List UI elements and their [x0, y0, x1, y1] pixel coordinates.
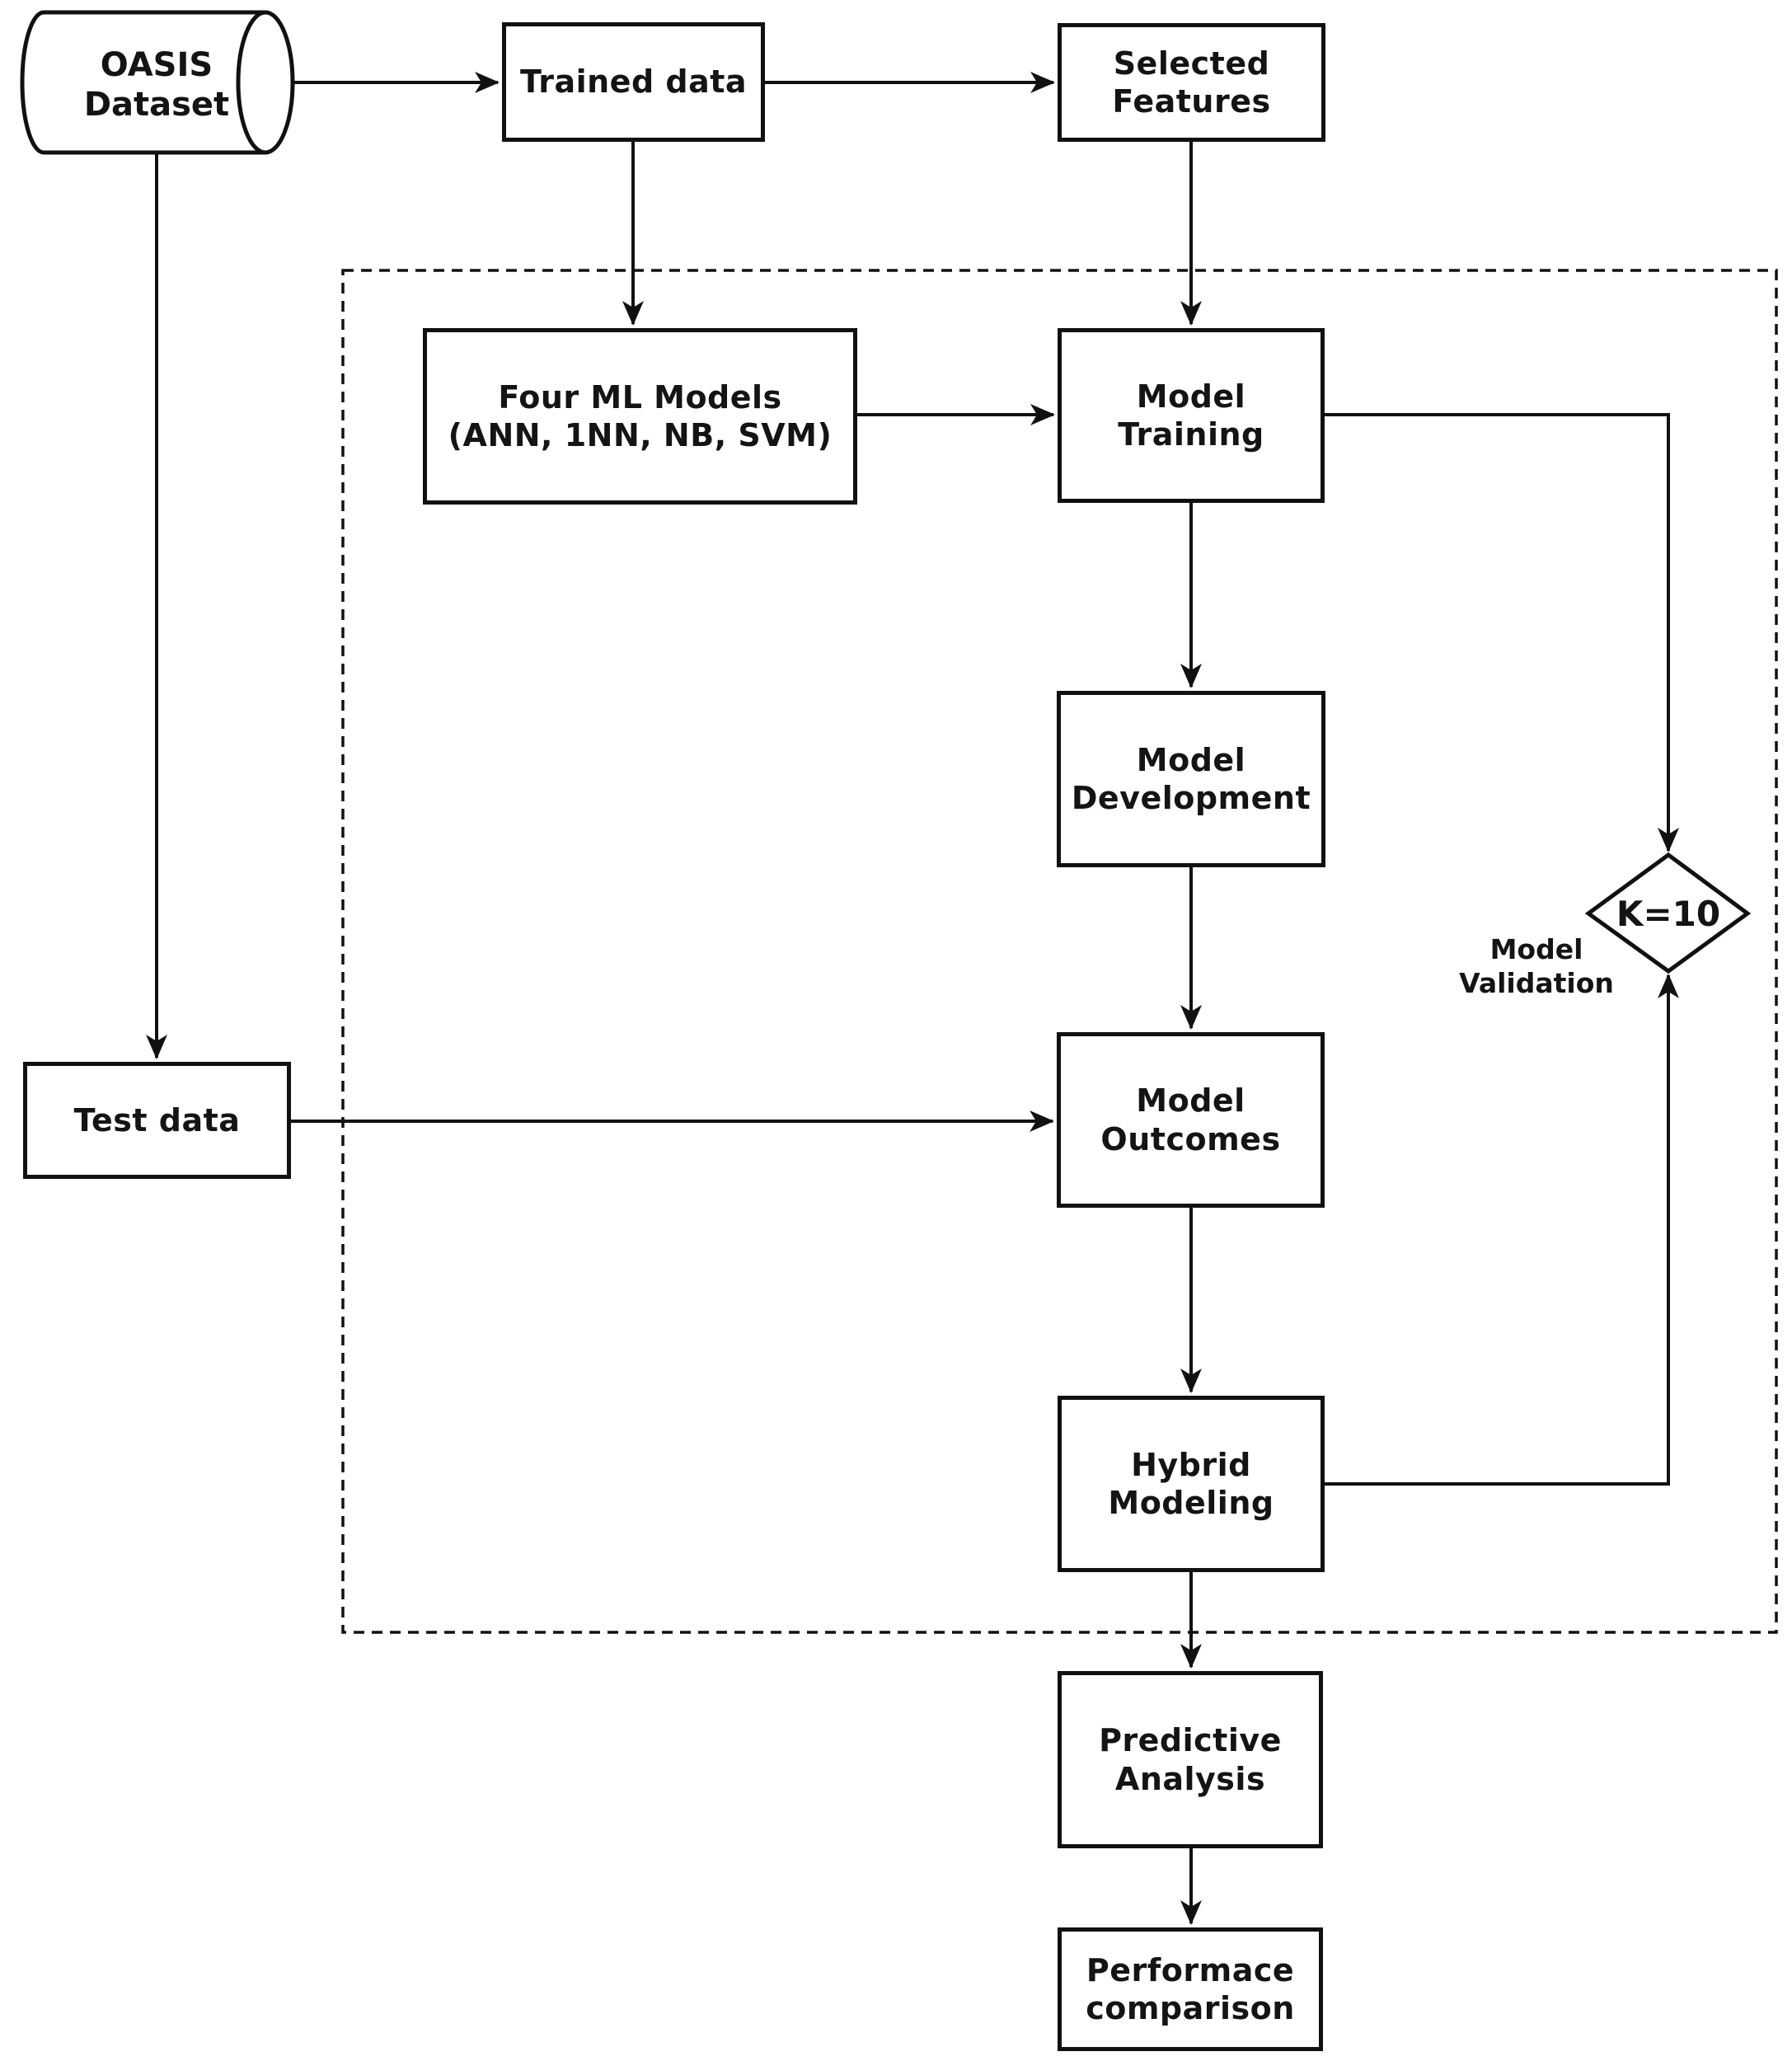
- node-selected-features: Selected Features: [1058, 23, 1325, 142]
- node-trained-data: Trained data: [502, 22, 765, 142]
- node-test-data: Test data: [23, 1062, 291, 1179]
- node-model-training: Model Training: [1058, 328, 1325, 503]
- validation-diamond-shape: [1584, 852, 1752, 974]
- node-predictive-analysis: Predictive Analysis: [1058, 1671, 1323, 1848]
- node-model-outcomes: Model Outcomes: [1057, 1032, 1325, 1208]
- node-four-ml-models: Four ML Models (ANN, 1NN, NB, SVM): [423, 328, 857, 505]
- arrow-model-training-to-validation-diamond: [1325, 413, 1679, 852]
- arrow-hybrid-modeling-to-validation-diamond: [1325, 974, 1679, 1486]
- dashed-container-border: [341, 269, 1778, 1634]
- node-performance-comparison: Performace comparison: [1058, 1927, 1323, 2051]
- oasis-cylinder-shape: [20, 10, 295, 155]
- node-model-development: Model Development: [1057, 691, 1325, 867]
- node-hybrid-modeling: Hybrid Modeling: [1058, 1396, 1325, 1572]
